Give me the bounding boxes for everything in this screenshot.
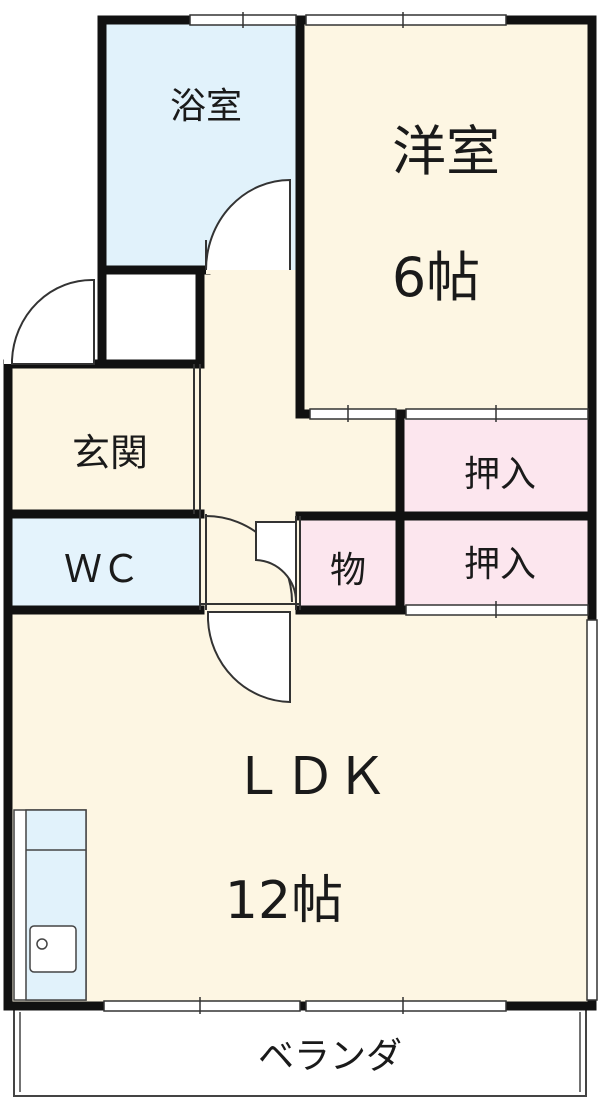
closet-lower-area bbox=[400, 516, 592, 610]
entrance-label: 玄関 bbox=[72, 431, 148, 475]
ldk-area bbox=[8, 610, 592, 1006]
wc-label: ＷＣ bbox=[64, 547, 140, 591]
veranda-area bbox=[13, 1005, 587, 1097]
doors bbox=[4, 178, 298, 704]
washroom-area bbox=[106, 270, 200, 364]
ldk-size-label: 12帖 bbox=[225, 871, 343, 931]
closet-lower-label: 押入 bbox=[464, 544, 536, 585]
ldk-label: ＬＤＫ bbox=[232, 747, 388, 807]
western-size-label: 6帖 bbox=[392, 246, 480, 309]
veranda-label: ベランダ bbox=[258, 1036, 402, 1077]
wc-area bbox=[8, 514, 200, 610]
closet-upper-label: 押入 bbox=[464, 454, 536, 495]
western-label: 洋室 bbox=[392, 120, 500, 183]
bath-label: 浴室 bbox=[170, 86, 242, 127]
entrance-area bbox=[8, 364, 200, 514]
storage-area bbox=[300, 516, 400, 610]
windows bbox=[103, 12, 598, 1014]
storage-label: 物 bbox=[330, 550, 366, 591]
closet-upper-area bbox=[400, 420, 592, 516]
kitchen-counter bbox=[13, 809, 87, 1001]
